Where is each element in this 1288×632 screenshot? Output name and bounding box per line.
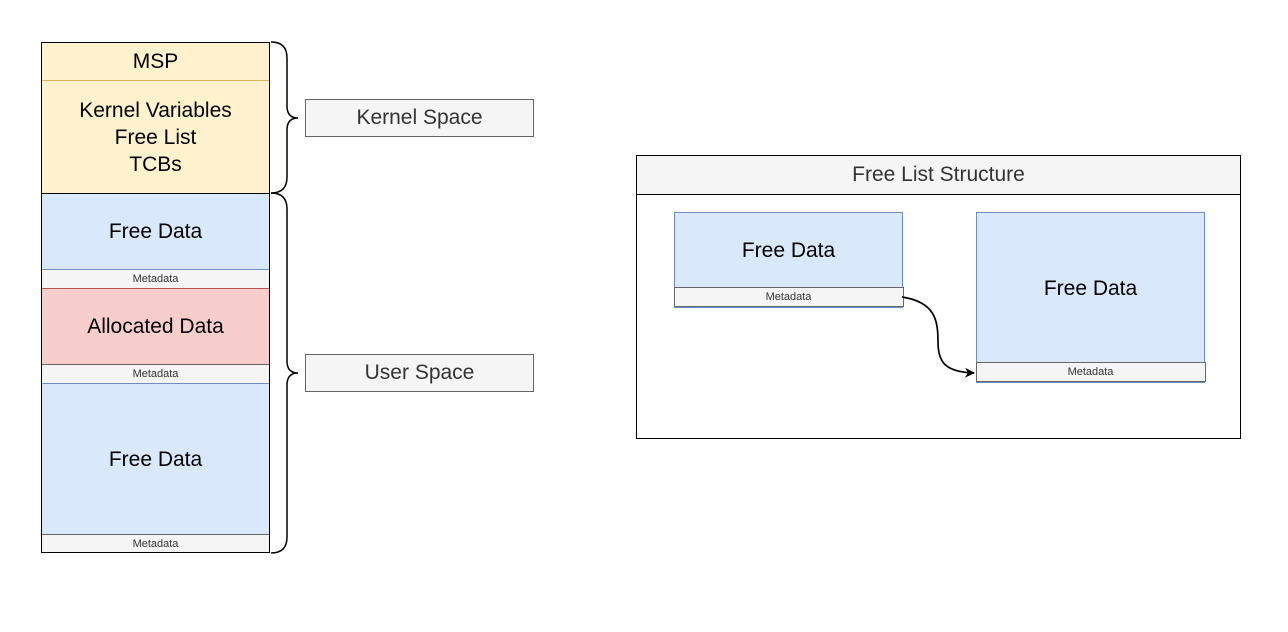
metadata-block: Metadata bbox=[42, 535, 269, 552]
metadata-block: Metadata bbox=[42, 365, 269, 384]
free-data-label: Free Data bbox=[108, 220, 203, 243]
metadata-label: Metadata bbox=[673, 287, 904, 307]
msp-block: MSP bbox=[42, 43, 269, 81]
metadata-label: Metadata bbox=[132, 273, 179, 285]
kernel-space-label: Kernel Space bbox=[305, 99, 534, 137]
tcbs-label: TCBs bbox=[129, 152, 182, 176]
kernel-variables-block: Kernel Variables Free List TCBs bbox=[42, 81, 269, 194]
user-space-brace bbox=[270, 192, 299, 554]
free-data-label: Free Data bbox=[741, 239, 836, 262]
msp-label: MSP bbox=[132, 50, 179, 73]
free-list-structure-container: Free List Structure Free Data Metadata F… bbox=[636, 155, 1241, 439]
next-pointer-arrow bbox=[901, 296, 975, 378]
metadata-label: Metadata bbox=[975, 362, 1206, 382]
free-list-node-2: Free Data Metadata bbox=[975, 212, 1206, 383]
free-list-label: Free List bbox=[114, 125, 197, 149]
user-space-text: User Space bbox=[364, 361, 475, 384]
free-list-structure-title-text: Free List Structure bbox=[852, 163, 1025, 186]
free-data-block: Free Data bbox=[42, 194, 269, 270]
metadata-label: Metadata bbox=[132, 368, 179, 380]
memory-layout-stack: MSP Kernel Variables Free List TCBs Free… bbox=[41, 42, 270, 553]
kernel-variables-label: Kernel Variables bbox=[79, 98, 232, 122]
free-data-label: Free Data bbox=[1043, 276, 1138, 300]
allocated-data-block: Allocated Data bbox=[42, 289, 269, 365]
allocated-data-label: Allocated Data bbox=[87, 315, 224, 338]
free-data-label: Free Data bbox=[108, 447, 203, 471]
user-space-label: User Space bbox=[305, 354, 534, 392]
metadata-label: Metadata bbox=[132, 537, 179, 550]
free-list-structure-title: Free List Structure bbox=[637, 156, 1240, 195]
kernel-space-brace bbox=[270, 41, 299, 194]
free-data-block: Free Data bbox=[42, 384, 269, 535]
metadata-block: Metadata bbox=[42, 270, 269, 289]
free-list-node-1: Free Data Metadata bbox=[673, 212, 904, 308]
kernel-space-text: Kernel Space bbox=[356, 106, 483, 129]
